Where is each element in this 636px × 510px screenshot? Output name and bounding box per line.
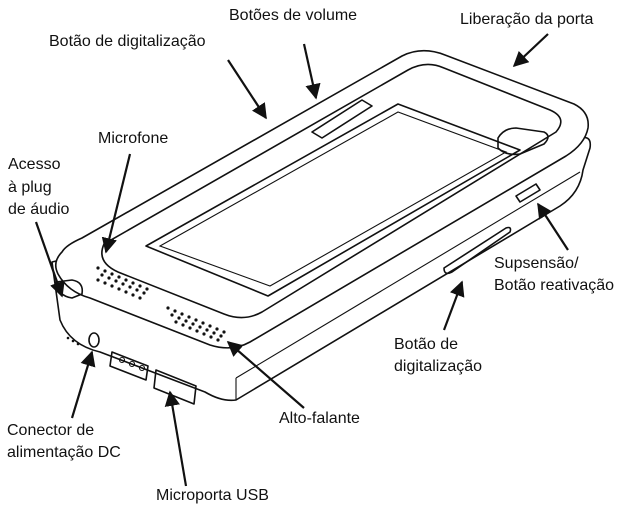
label-speaker: Alto-falante (279, 410, 360, 427)
label-scan-button-side-line1: Botão de (394, 336, 459, 353)
usb-port-shape (109, 351, 149, 381)
arrow-usb (164, 390, 188, 487)
volume-buttons-shape (311, 99, 373, 139)
device-case-illustration (51, 49, 592, 405)
usb-pin-3 (138, 364, 146, 372)
label-audio-plug-line2: à plug (8, 179, 52, 196)
arrow-microphone (101, 153, 132, 254)
usb-pin-1 (118, 356, 126, 364)
usb-pin-2 (128, 360, 136, 368)
label-suspend-line1: Supsensão/ (494, 255, 579, 272)
label-scan-button-top: Botão de digitalização (49, 33, 206, 50)
label-volume-buttons: Botões de volume (229, 7, 358, 24)
arrow-dc-connector (70, 350, 96, 419)
dc-connector-shape (88, 332, 100, 348)
label-audio-plug-line3: de áudio (8, 201, 70, 218)
phone-screen-frame (145, 103, 521, 297)
arrow-speaker (226, 340, 305, 409)
arrow-audio-plug (34, 221, 65, 298)
microphone-grille (96, 266, 149, 300)
camera-window (497, 127, 549, 156)
label-scan-button-side-line2: digitalização (394, 358, 483, 375)
case-side-edge (235, 171, 581, 400)
arrow-suspend (537, 202, 569, 251)
case-inner-rim (101, 63, 562, 319)
callout-arrows (34, 33, 569, 487)
arrow-volume-buttons (302, 43, 321, 100)
label-door-release: Liberação da porta (460, 11, 594, 28)
arrow-door-release (512, 33, 549, 68)
arrow-scan-button-top (227, 59, 267, 120)
label-microphone: Microfone (98, 130, 169, 147)
label-usb: Microporta USB (156, 487, 269, 504)
label-dc-line2: alimentação DC (7, 444, 121, 461)
led-dot-1 (66, 336, 70, 340)
speaker-grille (166, 306, 226, 342)
led-dot-3 (76, 342, 80, 346)
label-audio-plug-line1: Acesso (8, 156, 61, 173)
phone-screen-inner (158, 111, 508, 287)
usb-cover-shape (153, 369, 197, 405)
label-suspend-line2: Botão reativação (494, 277, 615, 294)
label-dc-line1: Conector de (7, 422, 95, 439)
side-scan-button-shape (443, 226, 512, 275)
suspend-button-shape (515, 183, 541, 203)
arrow-scan-button-side (442, 280, 465, 331)
led-dot-2 (71, 339, 75, 343)
